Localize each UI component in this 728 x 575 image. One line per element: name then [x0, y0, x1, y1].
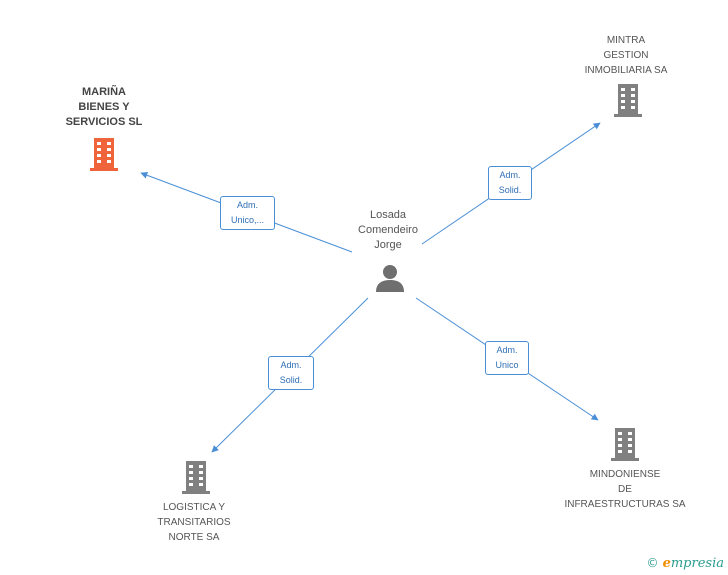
edge-label-mindoniense[interactable]: Adm. Unico	[485, 341, 529, 375]
person-icon[interactable]	[374, 262, 406, 294]
brand-initial: e	[662, 556, 671, 571]
edge-label-marina[interactable]: Adm. Unico,...	[220, 196, 275, 230]
empresia-logo[interactable]: © empresia	[646, 556, 724, 571]
company-label-marina[interactable]: MARIÑA BIENES Y SERVICIOS SL	[65, 86, 143, 128]
building-icon-marina[interactable]	[87, 136, 121, 172]
company-label-mintra[interactable]: MINTRA GESTION INMOBILIARIA SA	[584, 35, 668, 76]
copyright-symbol: ©	[646, 556, 659, 570]
center-person-label[interactable]: Losada Comendeiro Jorge	[358, 209, 418, 251]
company-label-logistica[interactable]: LOGISTICA Y TRANSITARIOS NORTE SA	[157, 502, 231, 543]
edge-label-logistica[interactable]: Adm. Solid.	[268, 356, 314, 390]
company-label-mindoniense[interactable]: MINDONIENSE DE INFRAESTRUCTURAS SA	[564, 469, 686, 510]
brand-name-rest: mpresia	[670, 556, 724, 571]
edge-label-mintra[interactable]: Adm. Solid.	[488, 166, 532, 200]
building-icon-mintra[interactable]	[611, 82, 645, 118]
building-icon-logistica[interactable]	[179, 459, 213, 495]
building-icon-mindoniense[interactable]	[608, 426, 642, 462]
